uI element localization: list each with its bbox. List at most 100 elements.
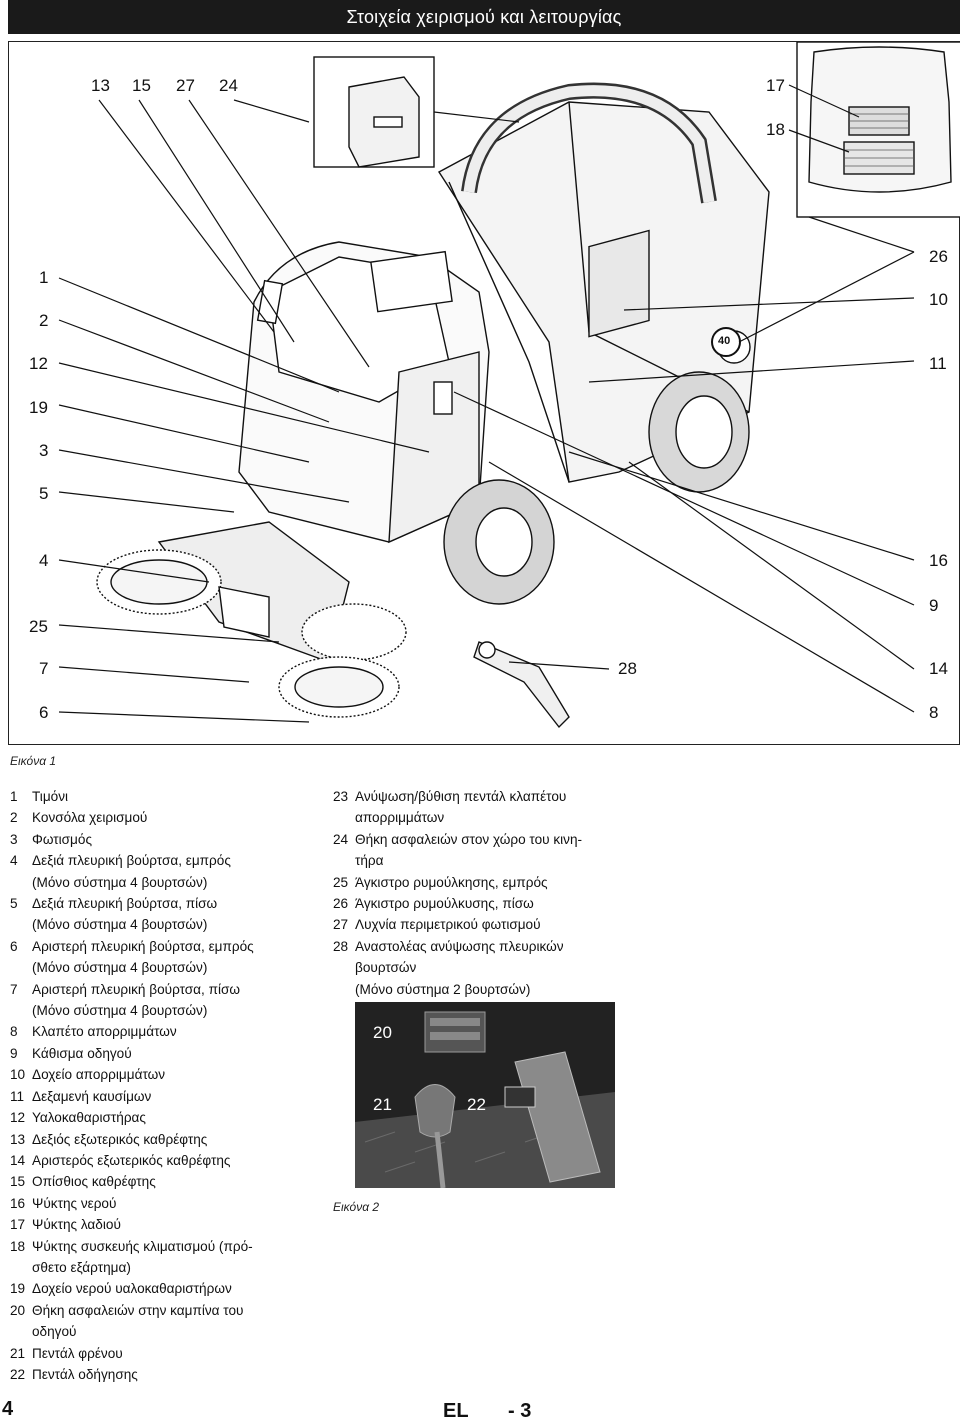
callout-12: 12	[29, 354, 48, 373]
legend-item-number	[333, 850, 355, 871]
legend-item-number: 6	[10, 938, 18, 954]
legend-item-text: τήρα	[355, 853, 384, 869]
legend-item-text: Λυχνία περιμετρικού φωτισμού	[355, 917, 541, 933]
machine-drawing	[58, 42, 960, 729]
legend-item-text: (Μόνο σύστημα 4 βουρτσών)	[32, 874, 208, 890]
legend-item: βουρτσών	[333, 957, 633, 978]
legend-item: 15 Οπίσθιος καθρέφτης	[10, 1171, 320, 1192]
legend-item-text: Άγκιστρο ρυμούλκησης, εμπρός	[355, 874, 548, 890]
legend-item-text: Άγκιστρο ρυμούλκυσης, πίσω	[355, 896, 534, 912]
callout-3: 3	[39, 441, 49, 460]
callout-leader-lines	[58, 84, 915, 723]
callout-7: 7	[39, 659, 49, 678]
photo-label-20: 20	[373, 1023, 392, 1042]
legend-item-text: Ψύκτης λαδιού	[32, 1217, 121, 1233]
callout-13: 13	[91, 76, 110, 95]
page-number: 4	[2, 1398, 14, 1420]
legend-item-number	[333, 807, 355, 828]
legend-item-number	[333, 957, 355, 978]
rear-wheel-drawing	[648, 330, 751, 493]
legend-item-number: 18	[10, 1238, 26, 1254]
callout-17: 17	[766, 76, 785, 95]
cabin-drawing	[238, 241, 490, 544]
legend-item-text: Αναστολέας ανύψωσης πλευρικών	[355, 938, 564, 954]
legend-item-text: Ανύψωση/βύθιση πεντάλ κλαπέτου	[355, 789, 567, 804]
lever-drawing	[473, 641, 570, 729]
legend-item-number: 10	[10, 1067, 26, 1083]
legend-item-number: 27	[333, 917, 349, 933]
brush-assembly-drawing	[96, 521, 407, 718]
legend-item-text: Δεξιά πλευρική βούρτσα, εμπρός	[32, 853, 231, 869]
legend-item-number: 19	[10, 1281, 26, 1297]
callout-11: 11	[929, 354, 947, 373]
legend-item: οδηγού	[10, 1321, 320, 1342]
legend-item: 27 Λυχνία περιμετρικού φωτισμού	[333, 914, 633, 935]
callout-5: 5	[39, 484, 49, 503]
legend-item-number: 23	[333, 789, 349, 804]
legend-item: 20 Θήκη ασφαλειών στην καμπίνα του	[10, 1300, 320, 1321]
legend-item-number: 12	[10, 1110, 26, 1126]
callout-26: 26	[929, 247, 948, 266]
callout-24: 24	[219, 76, 238, 95]
legend-item: 25 Άγκιστρο ρυμούλκησης, εμπρός	[333, 872, 633, 893]
callout-15: 15	[132, 76, 151, 95]
legend-item-number: 8	[10, 1024, 18, 1040]
legend-item-text: Δεξαμενή καυσίμων	[32, 1088, 152, 1104]
legend-item: (Μόνο σύστημα 4 βουρτσών)	[10, 957, 320, 978]
legend-item: (Μόνο σύστημα 4 βουρτσών)	[10, 1000, 320, 1021]
legend-item: 11 Δεξαμενή καυσίμων	[10, 1086, 320, 1107]
legend-item-number: 20	[10, 1302, 26, 1318]
legend-item: (Μόνο σύστημα 4 βουρτσών)	[10, 914, 320, 935]
legend-item-text: οδηγού	[32, 1324, 77, 1340]
legend-item-number: 15	[10, 1174, 26, 1190]
legend-item-number: 28	[333, 938, 349, 954]
legend-item-text: (Μόνο σύστημα 4 βουρτσών)	[32, 960, 208, 976]
pedals-photo-drawing	[355, 1002, 615, 1188]
legend-item: σθετο εξάρτημα)	[10, 1257, 320, 1278]
legend-item-text: (Μόνο σύστημα 4 βουρτσών)	[32, 917, 208, 933]
callout-18: 18	[766, 120, 785, 139]
legend-item-number: 7	[10, 981, 18, 997]
legend-item: (Μόνο σύστημα 4 βουρτσών)	[10, 872, 320, 893]
legend-item-number: 26	[333, 896, 349, 912]
callout-27: 27	[176, 76, 195, 95]
legend-item-number: 11	[10, 1088, 25, 1104]
legend-right-column: 23 Ανύψωση/βύθιση πεντάλ κλαπέτου απορριμμ…	[333, 786, 633, 1000]
callout-6: 6	[39, 703, 49, 722]
legend-item-number: 25	[333, 874, 349, 890]
legend-item: (Μόνο σύστημα 2 βουρτσών)	[333, 979, 633, 1000]
legend-item-text: Θήκη ασφαλειών στην καμπίνα του	[32, 1302, 244, 1318]
legend-item-text: Αριστερή πλευρική βούρτσα, πίσω	[32, 981, 241, 997]
legend-item-number: 21	[10, 1345, 26, 1361]
legend-item-text: Οπίσθιος καθρέφτης	[32, 1174, 156, 1190]
legend-item: απορριμμάτων	[333, 807, 633, 828]
speed-badge-label: 40	[718, 335, 731, 347]
legend-item-text: Υαλοκαθαριστήρας	[32, 1110, 146, 1126]
legend-item: 19 Δοχείο νερού υαλοκαθαριστήρων	[10, 1278, 320, 1299]
legend-item-text: Ψύκτης νερού	[32, 1195, 117, 1211]
legend-item-number: 13	[10, 1131, 26, 1147]
legend-item: τήρα	[333, 850, 633, 871]
legend-item-number: 1	[10, 789, 18, 804]
figure-2-caption: Εικόνα 2	[333, 1200, 380, 1214]
legend-item-number	[10, 957, 32, 978]
legend-item-text: Δοχείο νερού υαλοκαθαριστήρων	[32, 1281, 232, 1297]
legend-item-text: Δοχείο απορριμμάτων	[32, 1067, 166, 1083]
legend-item-text: βουρτσών	[355, 960, 417, 976]
front-wheel-drawing	[443, 479, 555, 605]
legend-item-number: 5	[10, 896, 18, 912]
legend-item-text: απορριμμάτων	[355, 810, 445, 826]
legend-item: 21 Πεντάλ φρένου	[10, 1343, 320, 1364]
figure-2-pedals-photo: 20 21 22	[355, 1002, 615, 1188]
radiator-inset-drawing	[796, 42, 960, 218]
legend-item: 23 Ανύψωση/βύθιση πεντάλ κλαπέτου	[333, 786, 633, 807]
legend-item-text: Πεντάλ φρένου	[32, 1345, 123, 1361]
